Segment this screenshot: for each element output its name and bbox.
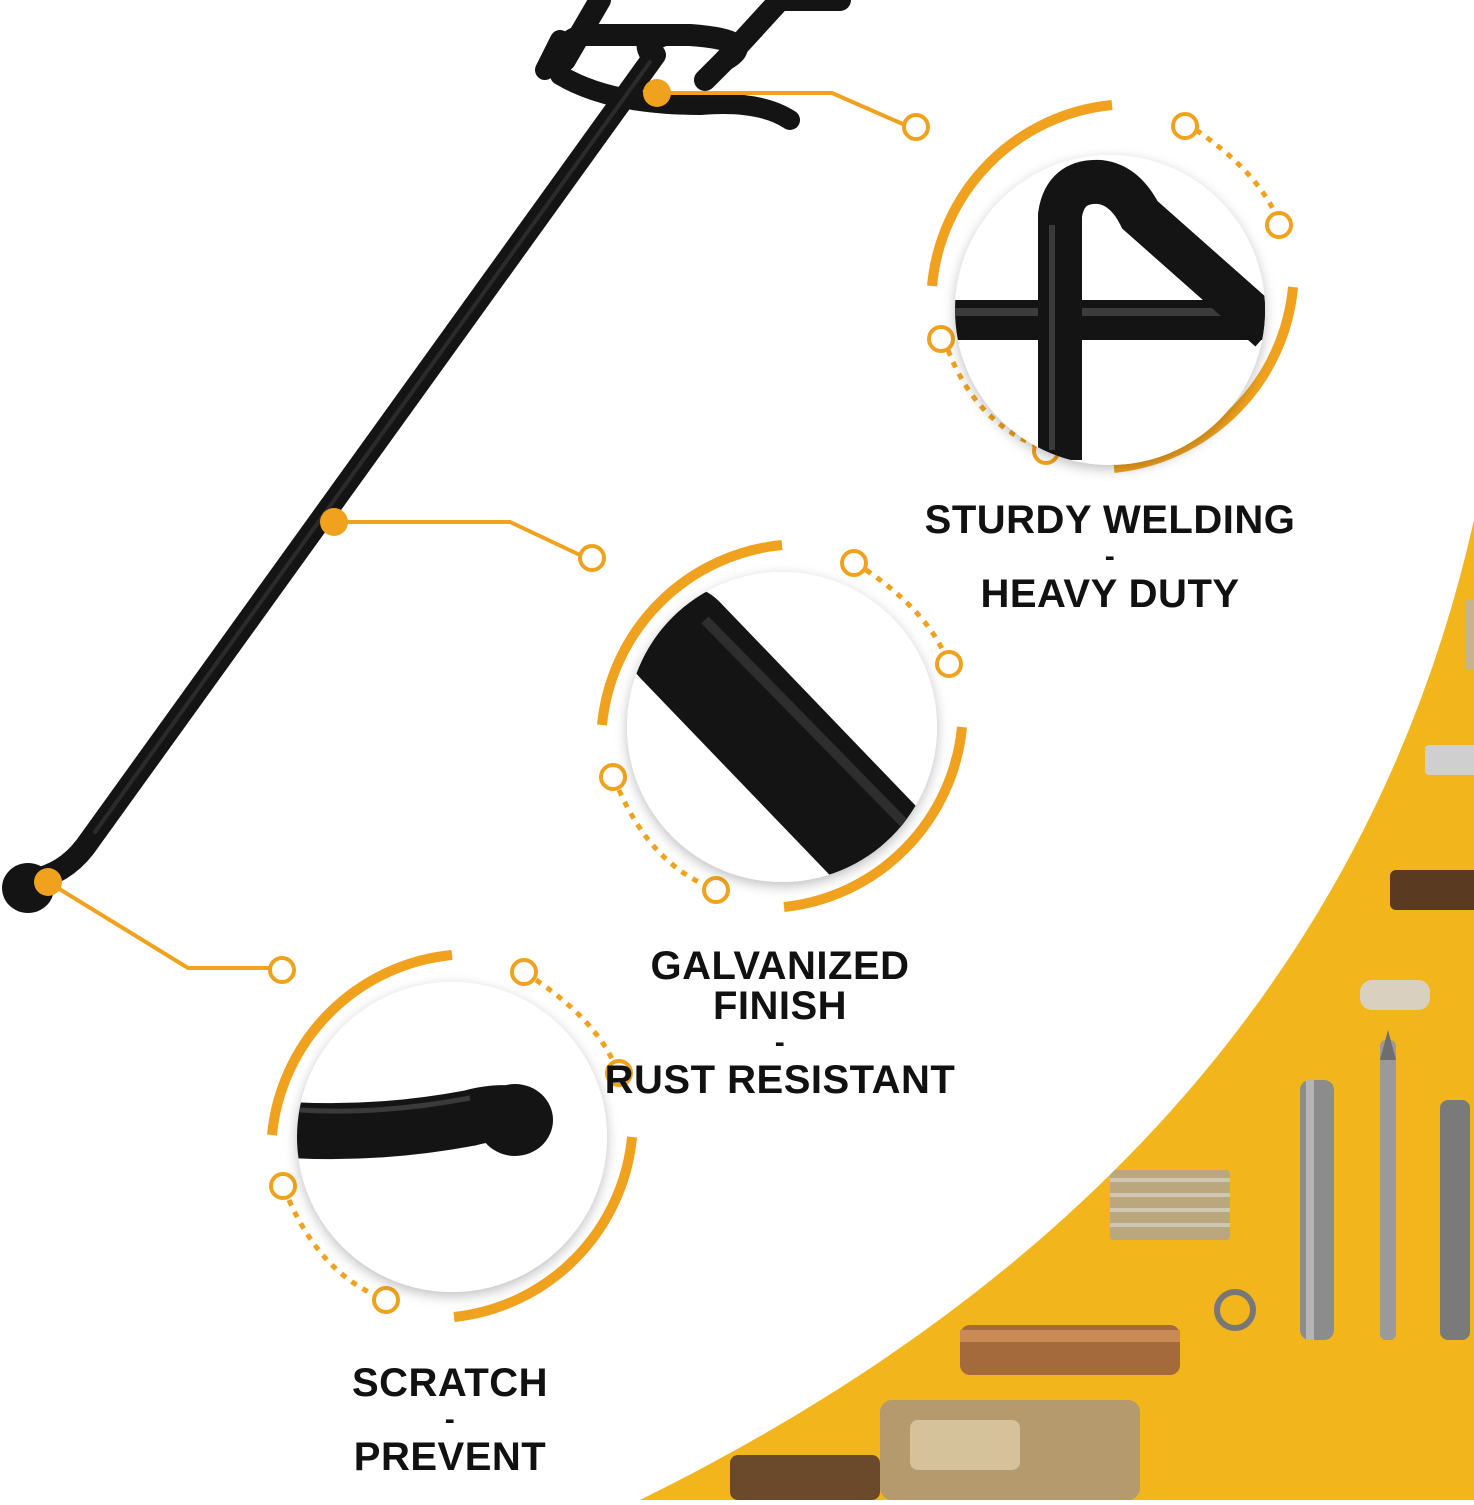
callout-finish: [334, 520, 606, 572]
feature-label-scratch: SCRATCH - PREVENT: [300, 1363, 600, 1477]
feature-label-finish: GALVANIZED FINISH - RUST RESISTANT: [580, 946, 980, 1100]
detail-circle-welding: [927, 100, 1298, 473]
feature-welding-subtitle: HEAVY DUTY: [980, 572, 1240, 616]
feature-scratch-separator: -: [444, 1403, 456, 1436]
detail-circle-finish: [597, 540, 967, 912]
feature-scratch-title: SCRATCH: [351, 1361, 549, 1405]
callout-scratch: [46, 880, 296, 984]
detail-circle-scratch: [267, 950, 637, 1322]
feature-finish-title: GALVANIZED FINISH: [650, 944, 910, 1028]
tool-panel-background: [640, 520, 1474, 1500]
callout-dot-welding: [643, 79, 671, 107]
callout-dot-scratch: [34, 868, 62, 896]
feature-welding-separator: -: [1104, 540, 1116, 573]
feature-label-welding: STURDY WELDING - HEAVY DUTY: [920, 500, 1300, 614]
feature-welding-title: STURDY WELDING: [924, 498, 1296, 542]
feature-finish-separator: -: [774, 1026, 786, 1059]
feature-finish-subtitle: RUST RESISTANT: [604, 1058, 956, 1102]
feature-scratch-subtitle: PREVENT: [353, 1435, 547, 1479]
callout-dot-finish: [320, 508, 348, 536]
callout-welding: [657, 91, 930, 141]
